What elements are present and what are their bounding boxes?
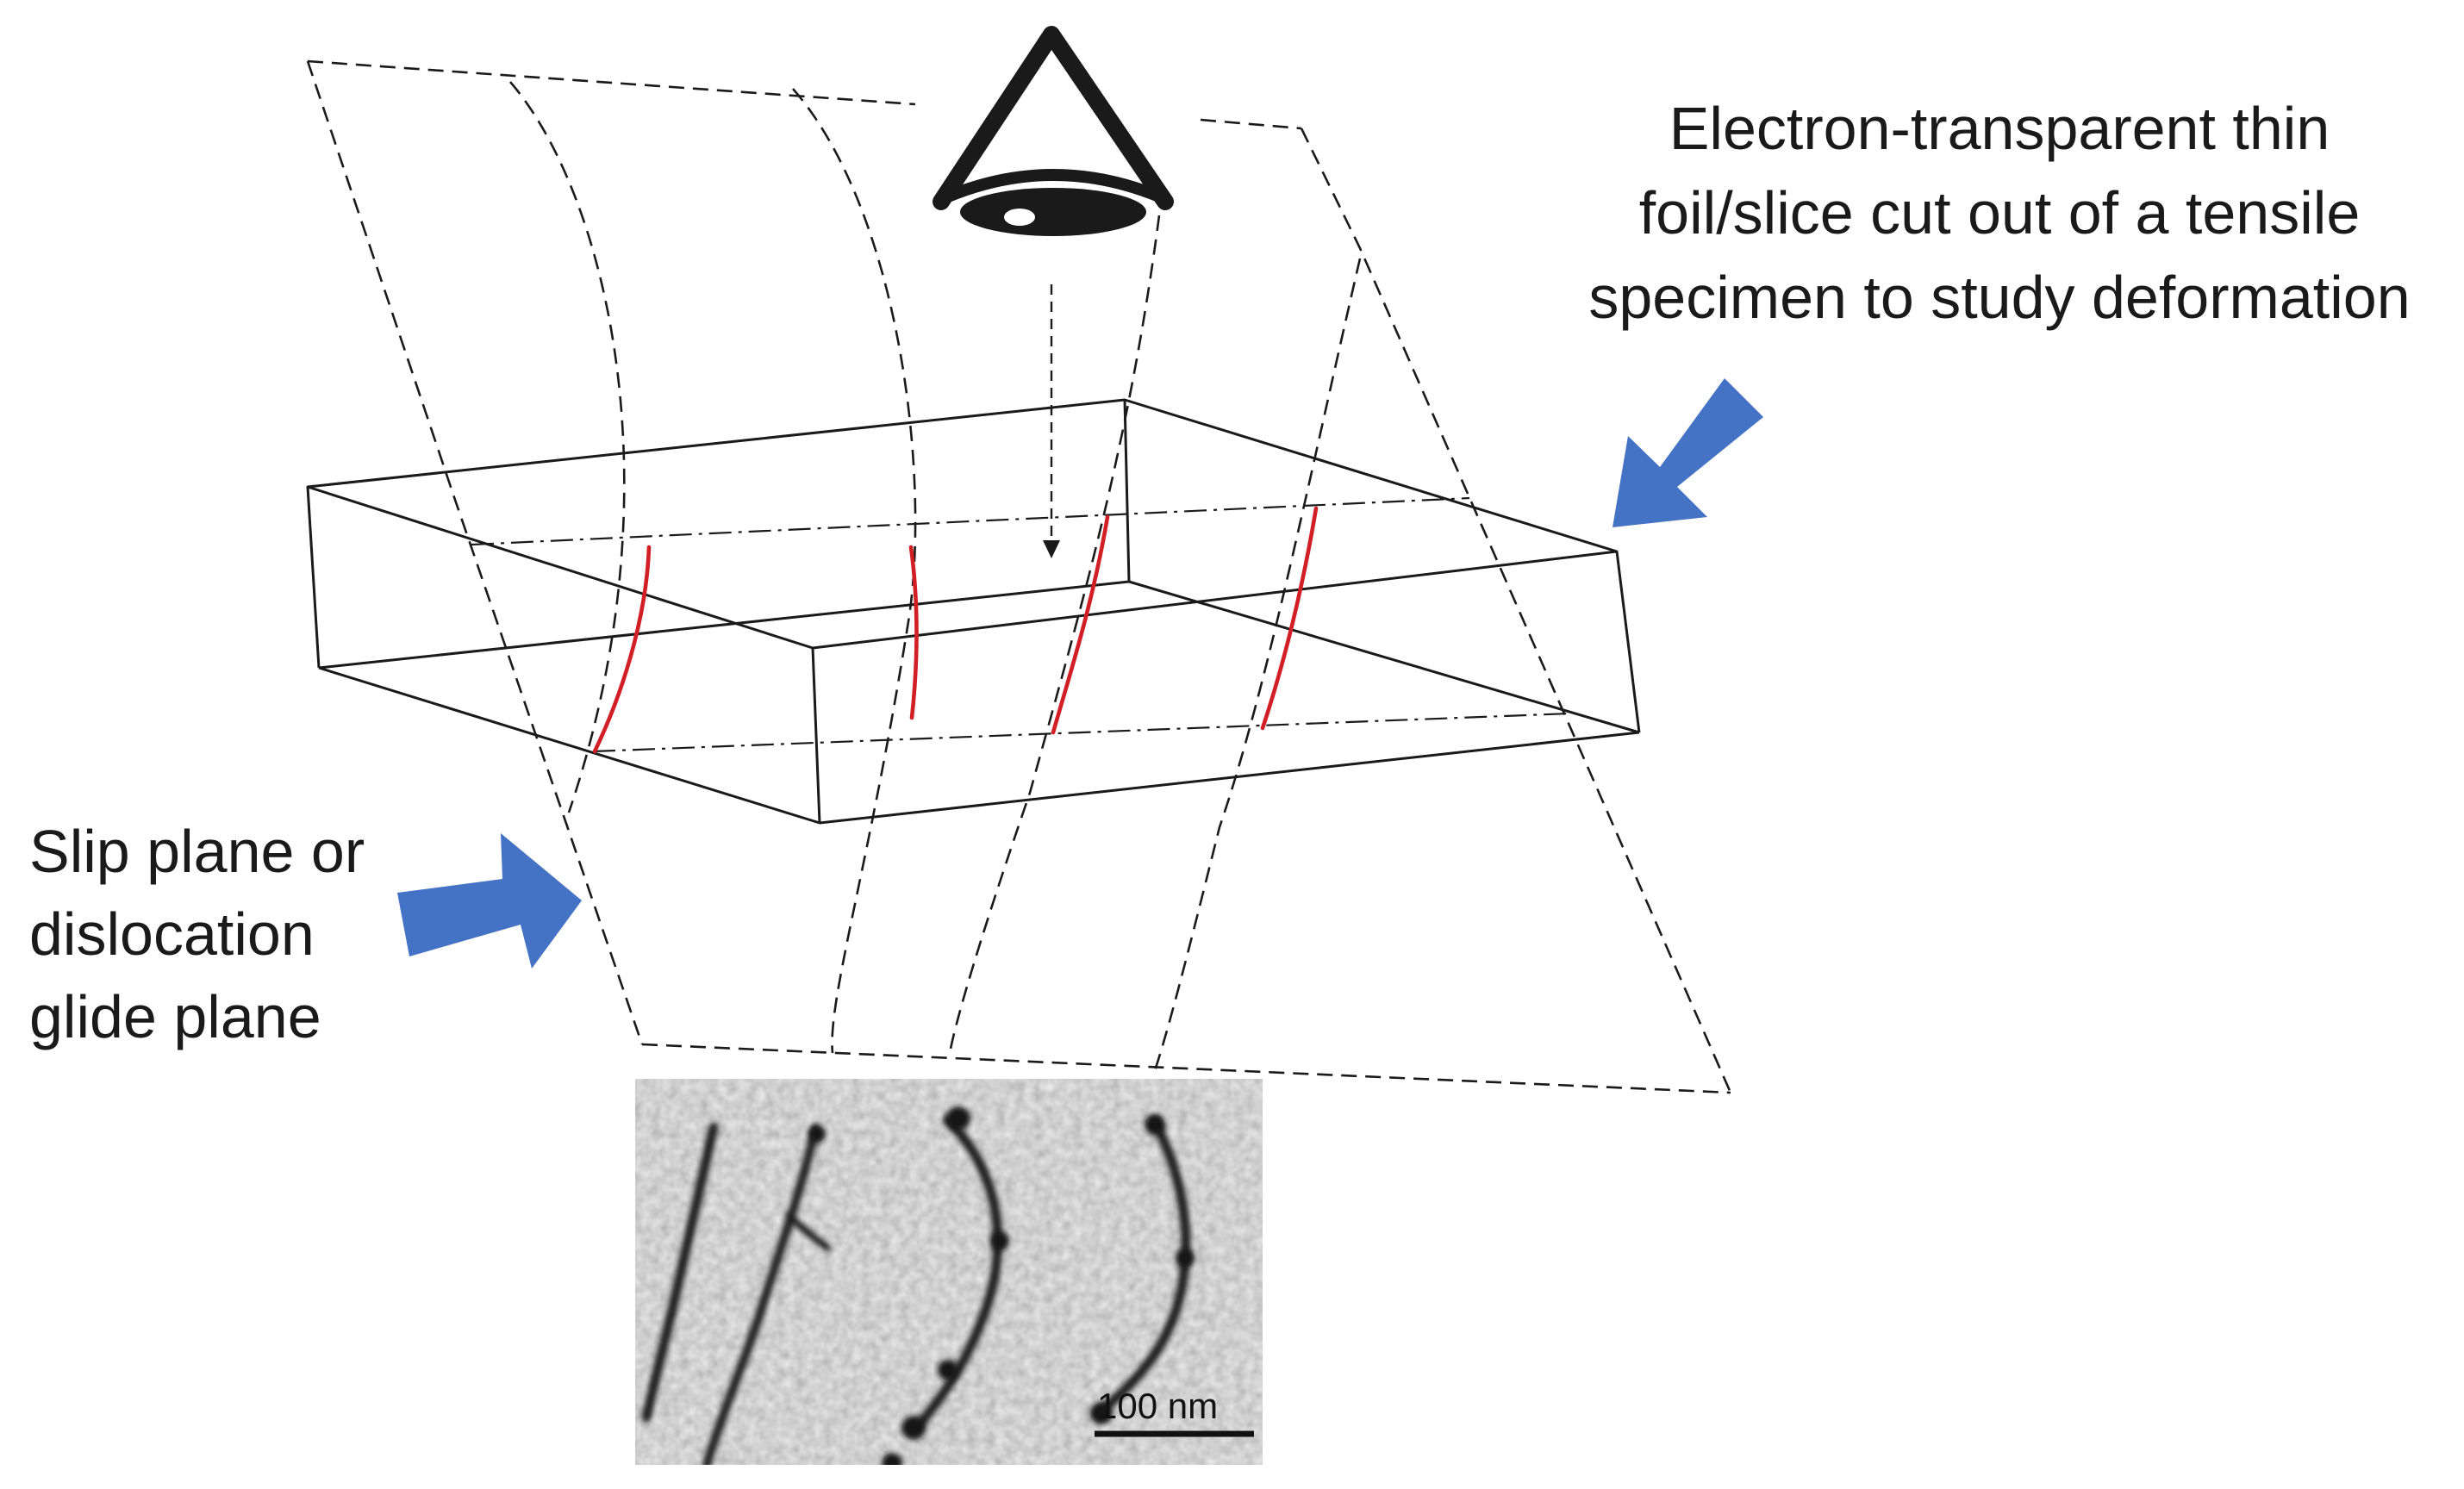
- slip-plane-outlines: [306, 59, 1732, 1094]
- dislocation-line-2: [908, 545, 919, 720]
- slip-plane-pointer-arrow: [397, 833, 582, 969]
- micrograph-dot: [990, 1231, 1009, 1250]
- micrograph-dislocation-4: [1094, 1117, 1191, 1418]
- dislocation-line-1: [592, 545, 652, 754]
- foil-front-right-edge: [1615, 551, 1641, 733]
- dislocation-lines: [592, 506, 1319, 754]
- slip-plane-intersections: [471, 496, 1571, 753]
- foil-top-face: [306, 398, 1619, 650]
- foil-bottom-edges: [318, 666, 1640, 825]
- foil-front-left-edge: [811, 647, 821, 824]
- tem-micrograph: 100 nm: [635, 1079, 1263, 1465]
- micrograph-dislocation-2b: [785, 1212, 831, 1251]
- viewing-direction-arrow: [1043, 284, 1060, 558]
- micrograph-dot: [1145, 1114, 1165, 1135]
- micrograph-dot: [946, 1106, 970, 1131]
- slip-plane-left-edge: [306, 60, 644, 1045]
- eye-icon: [933, 26, 1174, 236]
- dislocation-line-4: [1260, 506, 1319, 731]
- micrograph-dislocation-1: [641, 1122, 719, 1423]
- micrograph-dot: [901, 1416, 926, 1440]
- thin-foil-box: [306, 398, 1641, 825]
- foil-pointer-arrow: [1613, 378, 1763, 527]
- micrograph-dot: [882, 1453, 902, 1465]
- micrograph-dislocation-3: [913, 1115, 1003, 1431]
- foil-label-line-3: specimen to study deformation: [1588, 264, 2411, 331]
- micrograph-dot: [1090, 1402, 1113, 1424]
- block-arrow-icon: [397, 833, 582, 969]
- micrograph-dot: [938, 1360, 958, 1380]
- slip-intersection-bottom: [592, 712, 1571, 753]
- slip-label-line-1: Slip plane or: [29, 818, 365, 885]
- micrograph-dot: [1176, 1249, 1195, 1268]
- micrograph-dot: [808, 1125, 826, 1143]
- slip-plane-trace-1: [509, 81, 626, 813]
- scale-bar-label: 100 nm: [1097, 1386, 1218, 1426]
- slip-plane-trace-4: [1151, 258, 1362, 1076]
- foil-inner-bottom-edge-b: [1128, 580, 1640, 734]
- foil-label-line-1: Electron-transparent thin: [1669, 95, 2330, 162]
- foil-back-left-edge: [306, 486, 321, 669]
- foil-label: Electron-transparent thin foil/slice cut…: [1543, 86, 2456, 340]
- foil-inner-bottom-edge-a: [318, 580, 1130, 670]
- slip-plane-top-edge-right: [1200, 118, 1302, 130]
- slip-plane-right-edge: [1300, 128, 1732, 1093]
- slip-plane-top-edge-left: [307, 59, 916, 106]
- slip-intersection-top: [471, 496, 1470, 546]
- micrograph-dislocation-2: [702, 1125, 820, 1465]
- slip-label-line-3: glide plane: [29, 983, 321, 1050]
- slip-plane-trace-2: [792, 88, 917, 1054]
- foil-inner-back-edge: [1123, 399, 1131, 583]
- block-arrow-icon: [1613, 378, 1763, 527]
- foil-label-line-2: foil/slice cut out of a tensile: [1638, 179, 2361, 246]
- dislocation-line-3: [1051, 514, 1110, 735]
- slip-plane-label: Slip plane or dislocation glide plane: [29, 810, 477, 1058]
- slip-label-line-2: dislocation: [29, 900, 315, 968]
- slip-plane-trace-3: [948, 215, 1161, 1054]
- slip-plane-bottom-edge: [641, 1043, 1731, 1094]
